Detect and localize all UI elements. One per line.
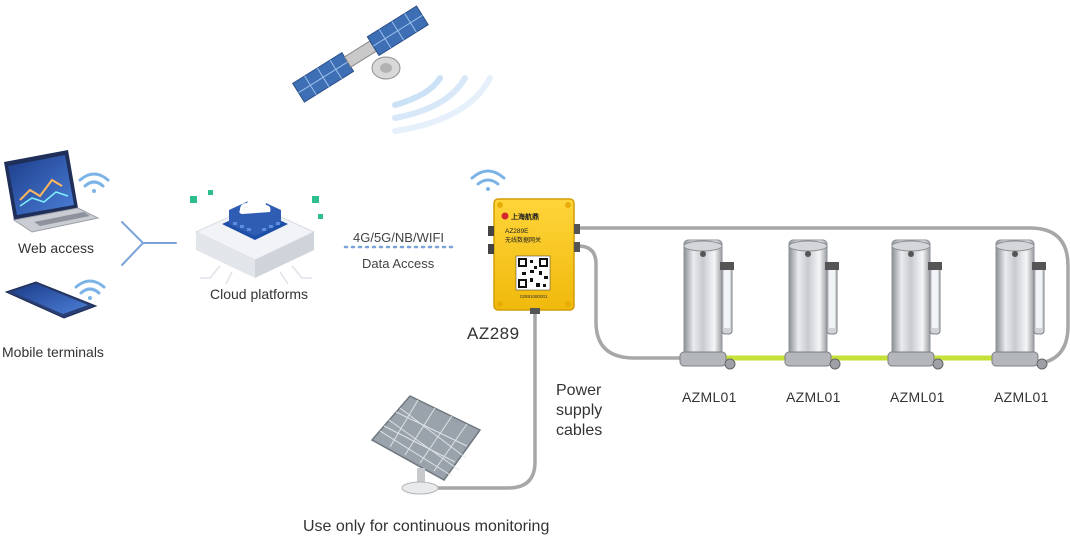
- sensor-label: AZML01: [786, 389, 841, 405]
- solar-panel-icon: [370, 395, 482, 495]
- gateway-label: AZ289: [467, 324, 520, 343]
- network-types-label: 4G/5G/NB/WIFI: [353, 230, 445, 245]
- phone-icon: [4, 281, 98, 319]
- sensor-device: [784, 239, 841, 370]
- sensor-device: [991, 239, 1048, 370]
- sensor-label: AZML01: [890, 389, 945, 405]
- data-access-label: Data Access: [362, 256, 435, 271]
- gateway-subtitle: 无线数据网关: [505, 236, 541, 244]
- gateway-model: AZ289E: [505, 228, 529, 235]
- wifi-icon: [74, 279, 106, 300]
- cloud-platform-icon: [190, 190, 323, 285]
- wifi-icon: [78, 172, 110, 193]
- gateway-brand: 上海航鼎: [511, 212, 539, 221]
- gateway-serial: 02891080001: [520, 294, 548, 299]
- laptop-icon: [4, 150, 100, 233]
- sensor-device: [887, 239, 944, 370]
- wifi-icon: [470, 169, 506, 191]
- web-access-label: Web access: [18, 240, 94, 256]
- power-cable: [426, 308, 537, 490]
- satellite-icon: [292, 5, 429, 103]
- sensor-label: AZML01: [994, 389, 1049, 405]
- power-cables-label: Power supply cables: [556, 382, 603, 439]
- cloud-platforms-label: Cloud platforms: [210, 286, 309, 302]
- sensor-device: [679, 239, 736, 370]
- branch-connector: [121, 221, 177, 266]
- sensor-label: AZML01: [682, 389, 737, 405]
- satellite-signal-icon: [392, 75, 493, 134]
- footer-note: Use only for continuous monitoring: [303, 518, 550, 535]
- mobile-terminals-label: Mobile terminals: [2, 344, 104, 360]
- gateway-device: 上海航鼎 AZ289E 无线数据网关 02891080001: [488, 198, 580, 314]
